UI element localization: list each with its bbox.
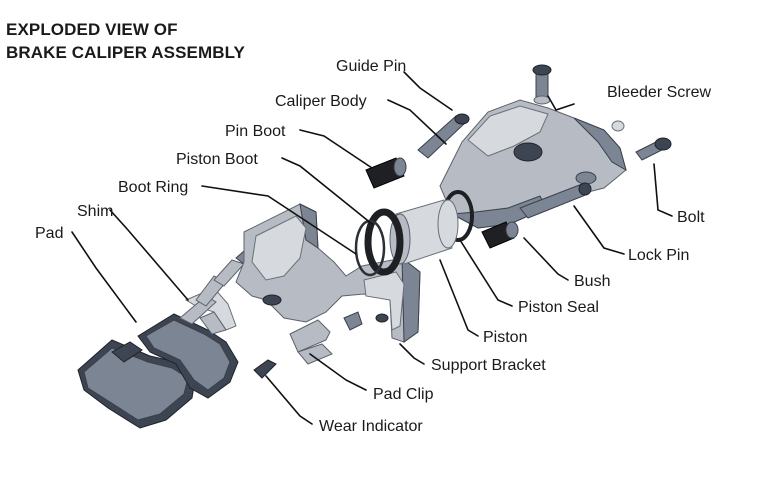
label-caliper-body: Caliper Body xyxy=(275,93,367,110)
label-shim: Shim xyxy=(77,203,113,220)
pad-clip-illustration xyxy=(289,311,363,365)
bush-illustration xyxy=(481,221,519,249)
bleeder-screw-illustration xyxy=(532,64,625,132)
leader-lines xyxy=(71,71,673,425)
lock-pin-illustration xyxy=(519,182,592,219)
diagram-title: EXPLODED VIEW OF BRAKE CALIPER ASSEMBLY xyxy=(6,18,245,64)
support-bracket-illustration xyxy=(235,203,421,343)
label-support-bracket: Support Bracket xyxy=(431,357,546,374)
label-lock-pin: Lock Pin xyxy=(628,247,689,264)
label-wear-indicator: Wear Indicator xyxy=(319,418,423,435)
label-bleeder-screw: Bleeder Screw xyxy=(607,84,711,101)
wear-indicator-illustration xyxy=(253,359,277,379)
label-piston-boot: Piston Boot xyxy=(176,151,258,168)
pad-illustration xyxy=(77,287,239,429)
label-piston-seal: Piston Seal xyxy=(518,299,599,316)
bolt-illustration xyxy=(635,137,672,161)
piston-boot-illustration xyxy=(364,208,404,276)
label-boot-ring: Boot Ring xyxy=(118,179,188,196)
title-line-2: BRAKE CALIPER ASSEMBLY xyxy=(6,43,245,62)
pin-boot-illustration xyxy=(365,157,407,189)
caliper-body-illustration xyxy=(439,99,627,229)
title-line-1: EXPLODED VIEW OF xyxy=(6,20,178,39)
label-pad-clip: Pad Clip xyxy=(373,386,434,403)
label-bolt: Bolt xyxy=(677,209,705,226)
guide-pin-illustration xyxy=(417,113,470,159)
label-piston: Piston xyxy=(483,329,527,346)
label-pad: Pad xyxy=(35,225,63,242)
boot-ring-illustration xyxy=(354,219,386,277)
label-bush: Bush xyxy=(574,273,610,290)
label-pin-boot: Pin Boot xyxy=(225,123,286,140)
label-guide-pin: Guide Pin xyxy=(336,58,406,75)
